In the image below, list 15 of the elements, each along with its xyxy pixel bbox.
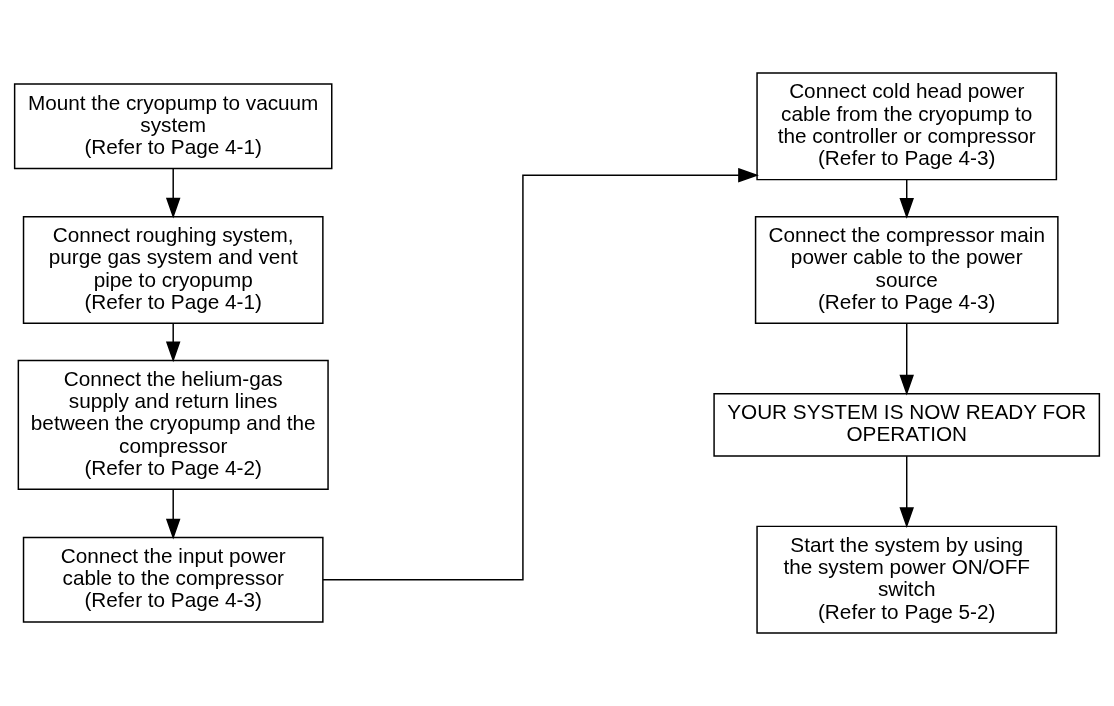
arrow bbox=[165, 323, 181, 363]
node-box: Mount the cryopump to vacuum system (Refer to Page 4-1) bbox=[13, 83, 333, 170]
node-box: Connect the compressor main power cable to the power source (Refer to Page 4-3) bbox=[754, 215, 1059, 325]
node-box: Connect the helium-gas supply and return lines between the cryopump and the compressor (Refer to Page 4-2) bbox=[17, 359, 329, 491]
arrow bbox=[165, 488, 181, 540]
node-box: Connect roughing system, purge gas system and vent pipe to cryopump (Refer to Page 4-1) bbox=[22, 215, 324, 325]
node-box: Connect the input power cable to the compressor (Refer to Page 4-3) bbox=[22, 536, 324, 623]
node-box: YOUR SYSTEM IS NOW READY FOR OPERATION bbox=[713, 393, 1101, 457]
arrow bbox=[322, 167, 759, 581]
arrow bbox=[165, 167, 181, 219]
node-box: Start the system by using the system power ON/OFF switch (Refer to Page 5-2) bbox=[756, 525, 1058, 634]
node-box: Connect cold head power cable from the cryopump to the controller or compressor (Refer to Page 4-3) bbox=[756, 72, 1058, 181]
arrow bbox=[899, 455, 914, 529]
arrow bbox=[899, 323, 914, 396]
arrow bbox=[899, 179, 914, 219]
